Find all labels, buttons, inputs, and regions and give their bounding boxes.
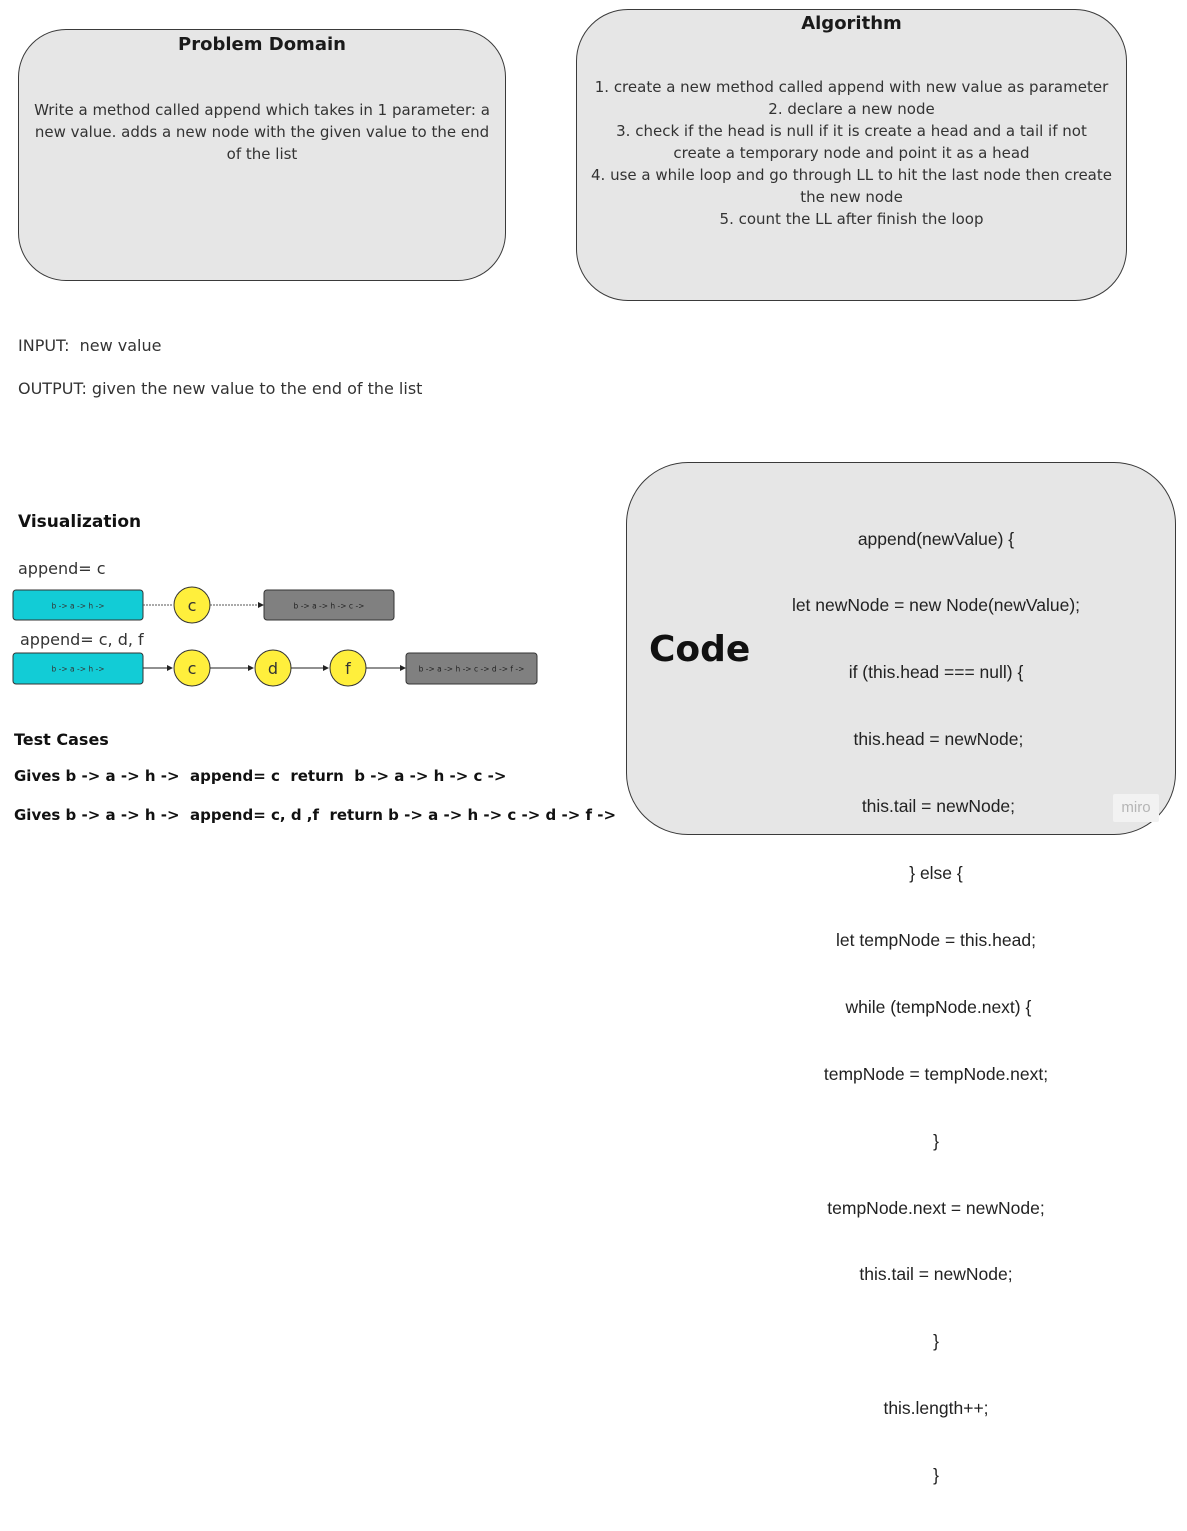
algorithm-step: 4. use a while loop and go through LL to… <box>591 166 1112 206</box>
code-line: this.tail = newNode; <box>859 1264 1013 1285</box>
algorithm-step: 2. declare a new node <box>768 100 935 118</box>
code-card: Code append(newValue) { let newNode = ne… <box>626 462 1176 1485</box>
visualization-heading: Visualization <box>18 512 142 532</box>
algorithm-card: Algorithm 1. create a new method called … <box>576 9 1127 301</box>
output-text: OUTPUT: given the new value to the end o… <box>18 379 423 398</box>
algorithm-step: 5. count the LL after finish the loop <box>719 210 984 228</box>
node-c-label: c <box>188 596 197 615</box>
code-line: tempNode.next = newNode; <box>827 1197 1045 1218</box>
visualization-diagram: b -> a -> h -> c b -> a -> h -> c -> b -… <box>12 586 538 687</box>
problem-domain-title: Problem Domain <box>178 34 346 55</box>
test-cases-heading: Test Cases <box>14 730 109 749</box>
code-line: this.head = newNode; <box>848 729 1024 750</box>
node-c-label: c <box>188 659 197 678</box>
problem-domain-card: Problem Domain Write a method called app… <box>18 29 506 281</box>
input-text: INPUT: new value <box>18 336 162 355</box>
node-d-label: d <box>268 659 278 678</box>
code-line: tempNode = tempNode.next; <box>823 1063 1049 1084</box>
miro-watermark: miro <box>1113 794 1159 822</box>
example1-label: append= c <box>18 559 106 578</box>
code-line: if (this.head === null) { <box>848 662 1024 683</box>
example2-label: append= c, d, f <box>20 630 144 649</box>
result-list-box <box>263 589 395 621</box>
test-case-2: Gives b -> a -> h -> append= c, d ,f ret… <box>14 806 617 824</box>
code-line: while (tempNode.next) { <box>840 996 1032 1017</box>
algorithm-step: 1. create a new method called append wit… <box>594 78 1109 96</box>
code-line: } <box>933 1465 939 1486</box>
result-list-text: b -> a -> h -> c -> <box>294 602 365 611</box>
test-case-1: Gives b -> a -> h -> append= c return b … <box>14 767 507 785</box>
code-line: let newNode = new Node(newValue); <box>791 595 1081 616</box>
start-list-text: b -> a -> h -> <box>51 665 104 674</box>
code-line: let tempNode = this.head; <box>836 929 1036 950</box>
code-line: this.tail = newNode; <box>856 796 1016 817</box>
code-line: } else { <box>909 863 963 884</box>
algorithm-title: Algorithm <box>801 13 902 34</box>
code-line: this.length++; <box>883 1398 989 1419</box>
code-label: Code <box>649 629 751 670</box>
algorithm-steps: 1. create a new method called append wit… <box>591 76 1112 230</box>
algorithm-step: 3. check if the head is null if it is cr… <box>616 122 1087 162</box>
node-f-label: f <box>345 659 351 678</box>
code-line: append(newValue) { <box>857 528 1015 549</box>
result-list-text: b -> a -> h -> c -> d -> f -> <box>419 665 525 674</box>
start-list-text: b -> a -> h -> <box>51 602 104 611</box>
code-line: } <box>933 1130 939 1151</box>
problem-domain-text: Write a method called append which takes… <box>34 101 490 163</box>
result-list-box <box>405 652 538 685</box>
code-block: append(newValue) { let newNode = new Nod… <box>697 483 1175 1531</box>
code-line: } <box>933 1331 939 1352</box>
